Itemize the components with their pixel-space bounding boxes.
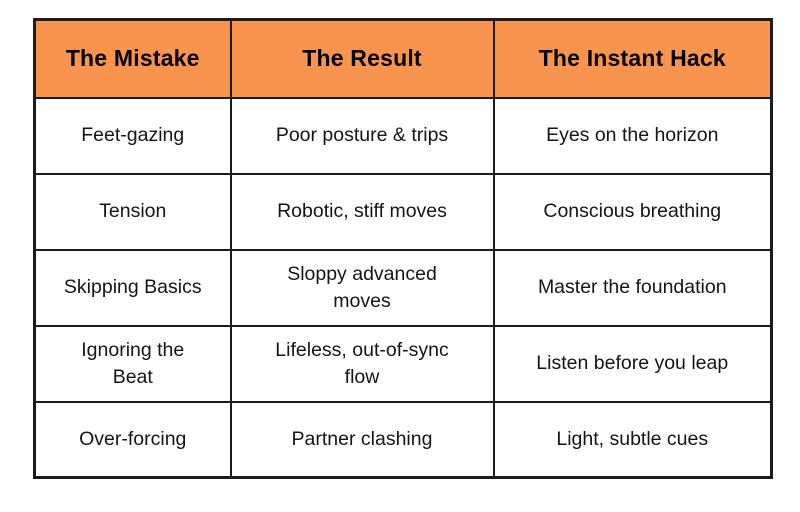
- cell-result: Lifeless, out-of-sync flow: [229, 324, 495, 403]
- table-row: Tension Robotic, stiff moves Conscious b…: [33, 172, 773, 251]
- mistakes-table: The Mistake The Result The Instant Hack …: [33, 18, 773, 479]
- cell-result: Robotic, stiff moves: [229, 172, 495, 251]
- cell-result: Sloppy advanced moves: [229, 248, 495, 327]
- cell-mistake: Skipping Basics: [33, 248, 232, 327]
- header-cell-result: The Result: [229, 18, 495, 99]
- table-row: Feet-gazing Poor posture & trips Eyes on…: [33, 96, 773, 175]
- table-row: Skipping Basics Sloppy advanced moves Ma…: [33, 248, 773, 327]
- cell-mistake: Tension: [33, 172, 232, 251]
- cell-hack: Eyes on the horizon: [492, 96, 773, 175]
- cell-result: Poor posture & trips: [229, 96, 495, 175]
- cell-hack: Conscious breathing: [492, 172, 773, 251]
- cell-mistake: Over-forcing: [33, 400, 232, 479]
- mistakes-table-container: The Mistake The Result The Instant Hack …: [33, 18, 773, 479]
- cell-result: Partner clashing: [229, 400, 495, 479]
- header-cell-mistake: The Mistake: [33, 18, 232, 99]
- cell-mistake: Ignoring the Beat: [33, 324, 232, 403]
- header-cell-instant-hack: The Instant Hack: [492, 18, 773, 99]
- table-body: Feet-gazing Poor posture & trips Eyes on…: [33, 96, 773, 479]
- cell-hack: Master the foundation: [492, 248, 773, 327]
- table-row: Ignoring the Beat Lifeless, out-of-sync …: [33, 324, 773, 403]
- table-row: Over-forcing Partner clashing Light, sub…: [33, 400, 773, 479]
- header-row: The Mistake The Result The Instant Hack: [33, 18, 773, 99]
- cell-mistake: Feet-gazing: [33, 96, 232, 175]
- cell-hack: Light, subtle cues: [492, 400, 773, 479]
- cell-hack: Listen before you leap: [492, 324, 773, 403]
- table-header: The Mistake The Result The Instant Hack: [33, 18, 773, 99]
